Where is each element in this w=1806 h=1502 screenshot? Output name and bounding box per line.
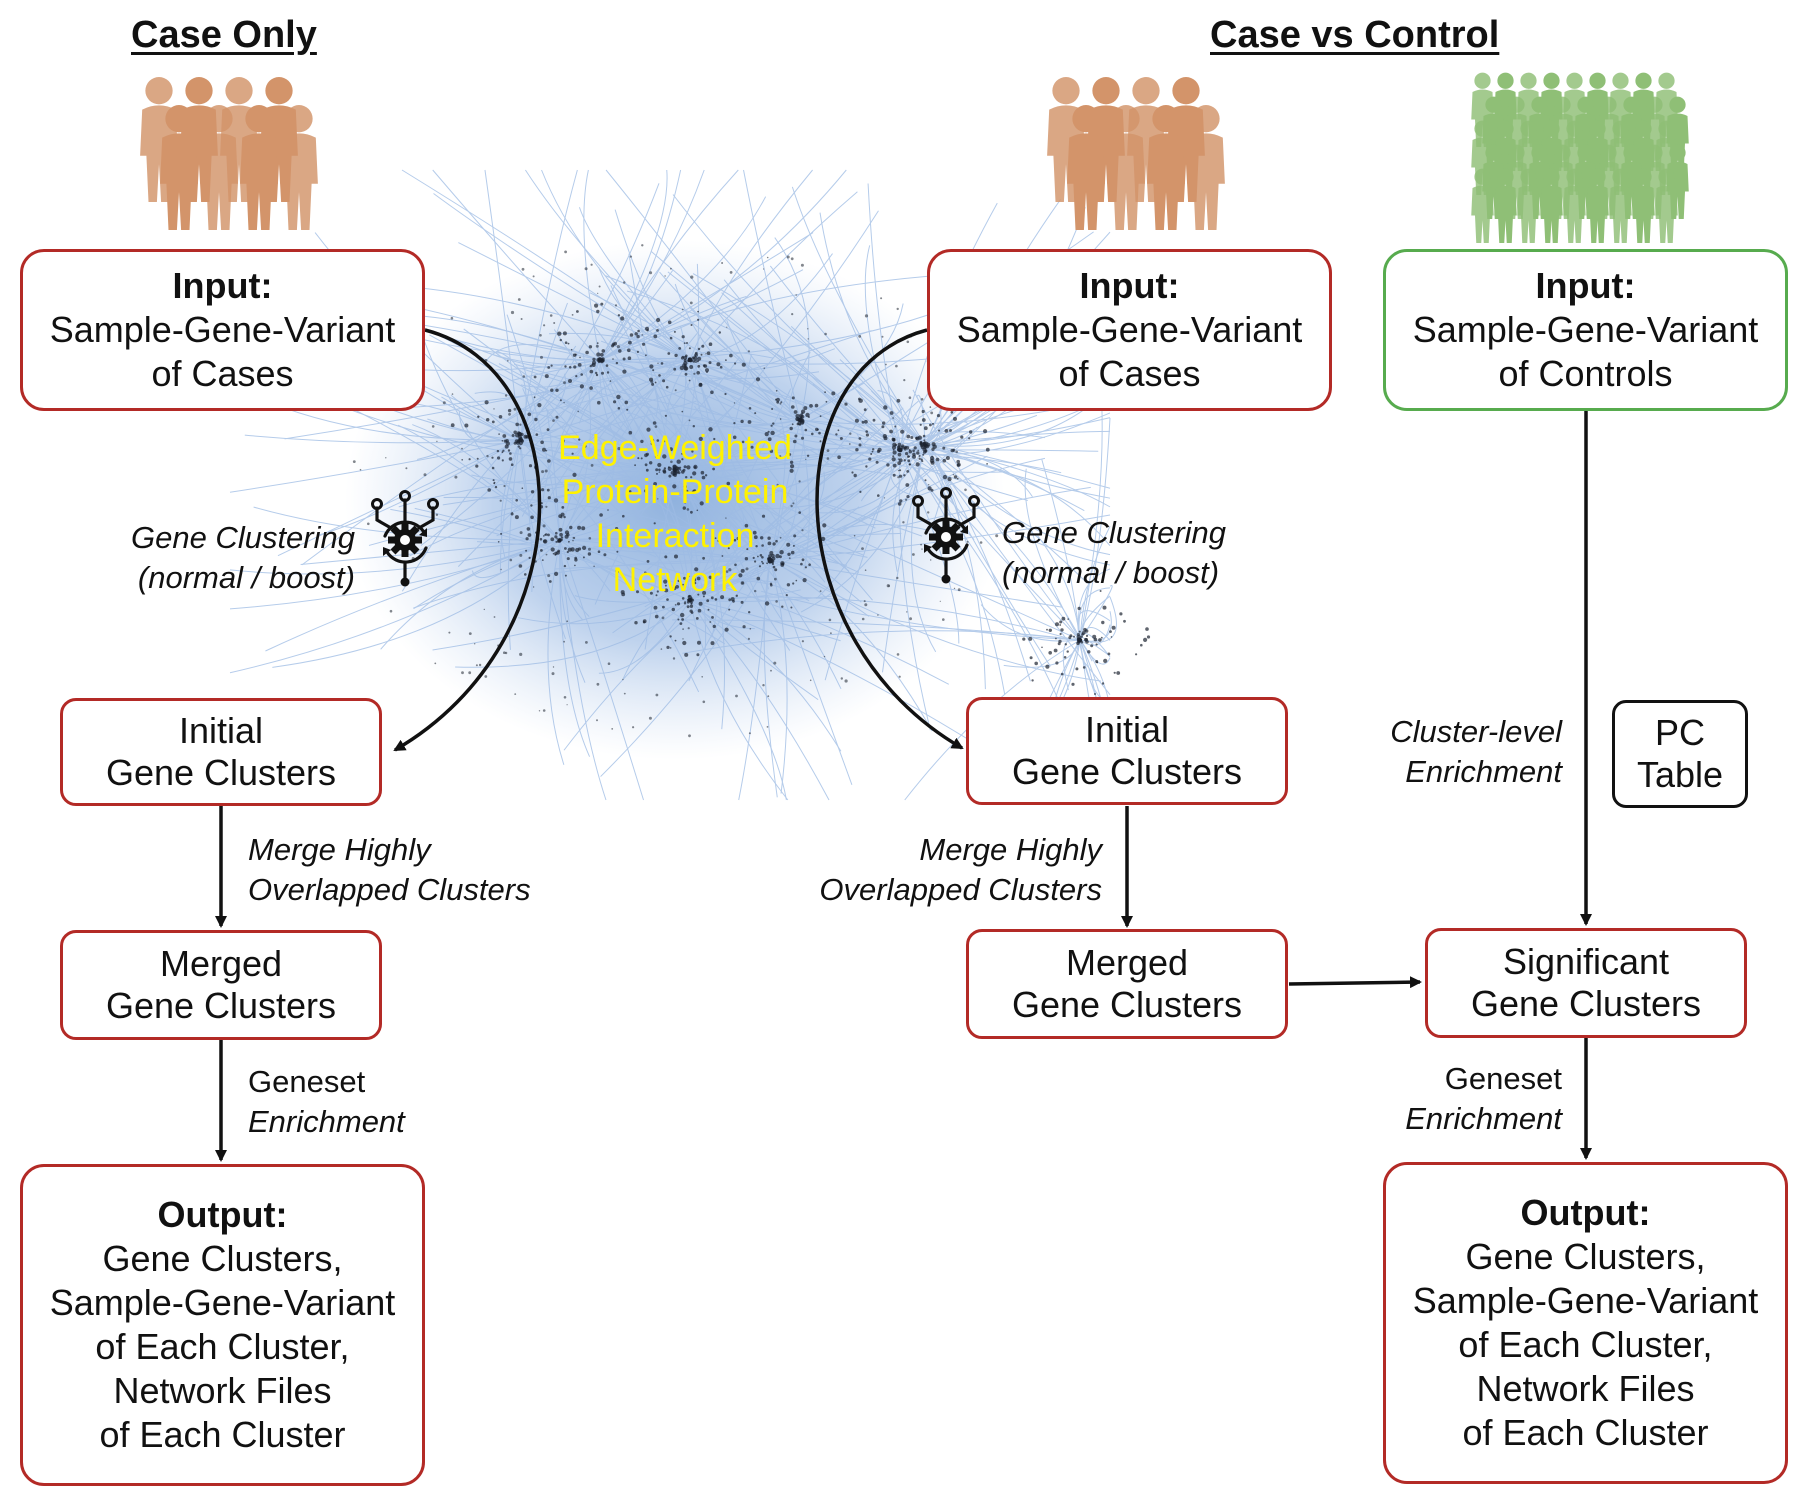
case-vs-control-clustering-arrow: [815, 328, 964, 750]
case-only-gear-network-icon: [371, 490, 439, 587]
input-heading: Input:: [172, 265, 273, 306]
case-only-clustering-label: Gene Clustering (normal / boost): [130, 520, 355, 595]
case-vs-input-cases-box: Input: Sample-Gene-Variant of Cases: [927, 249, 1332, 411]
network-label: Edge-Weighted Protein-Protein Interactio…: [558, 429, 792, 599]
case-only-people-icon: [140, 77, 318, 230]
case-vs-clustering-label: Gene Clustering (normal / boost): [1002, 515, 1227, 590]
case-only-enrich-label: Geneset Enrichment: [248, 1064, 405, 1139]
merged-to-significant-arrow: [1288, 976, 1422, 989]
controls-crowd-icon: [1471, 72, 1689, 243]
case-only-title: Case Only: [131, 14, 317, 56]
input-line: Sample-Gene-Variant: [49, 309, 396, 350]
case-only-output-box: Output: Gene Clusters, Sample-Gene-Varia…: [20, 1164, 425, 1486]
case-only-merged-clusters-box: Merged Gene Clusters: [60, 930, 382, 1040]
case-vs-control-cases-people-icon: [1047, 77, 1225, 230]
case-only-clustering-arrow: [393, 328, 542, 752]
significant-clusters-box: Significant Gene Clusters: [1425, 928, 1747, 1038]
pc-table-box: PC Table: [1612, 700, 1748, 808]
case-vs-control-title: Case vs Control: [1210, 14, 1500, 56]
case-vs-merged-clusters-box: Merged Gene Clusters: [966, 929, 1288, 1039]
case-vs-output-box: Output: Gene Clusters, Sample-Gene-Varia…: [1383, 1162, 1788, 1484]
case-vs-control-gear-network-icon: [912, 487, 980, 584]
case-only-initial-clusters-box: Initial Gene Clusters: [60, 698, 382, 806]
case-vs-merge-label: Merge Highly Overlapped Clusters: [819, 832, 1102, 907]
case-only-input-box: Input: Sample-Gene-Variant of Cases: [20, 249, 425, 411]
case-only-merge-label: Merge Highly Overlapped Clusters: [248, 832, 531, 907]
case-vs-initial-clusters-box: Initial Gene Clusters: [966, 697, 1288, 805]
case-vs-input-controls-box: Input: Sample-Gene-Variant of Controls: [1383, 249, 1788, 411]
cluster-level-enrichment-label: Cluster-level Enrichment: [1390, 714, 1562, 789]
case-vs-enrich-label: Geneset Enrichment: [1405, 1061, 1562, 1136]
output-heading: Output:: [157, 1194, 288, 1235]
input-line: of Cases: [151, 353, 294, 394]
